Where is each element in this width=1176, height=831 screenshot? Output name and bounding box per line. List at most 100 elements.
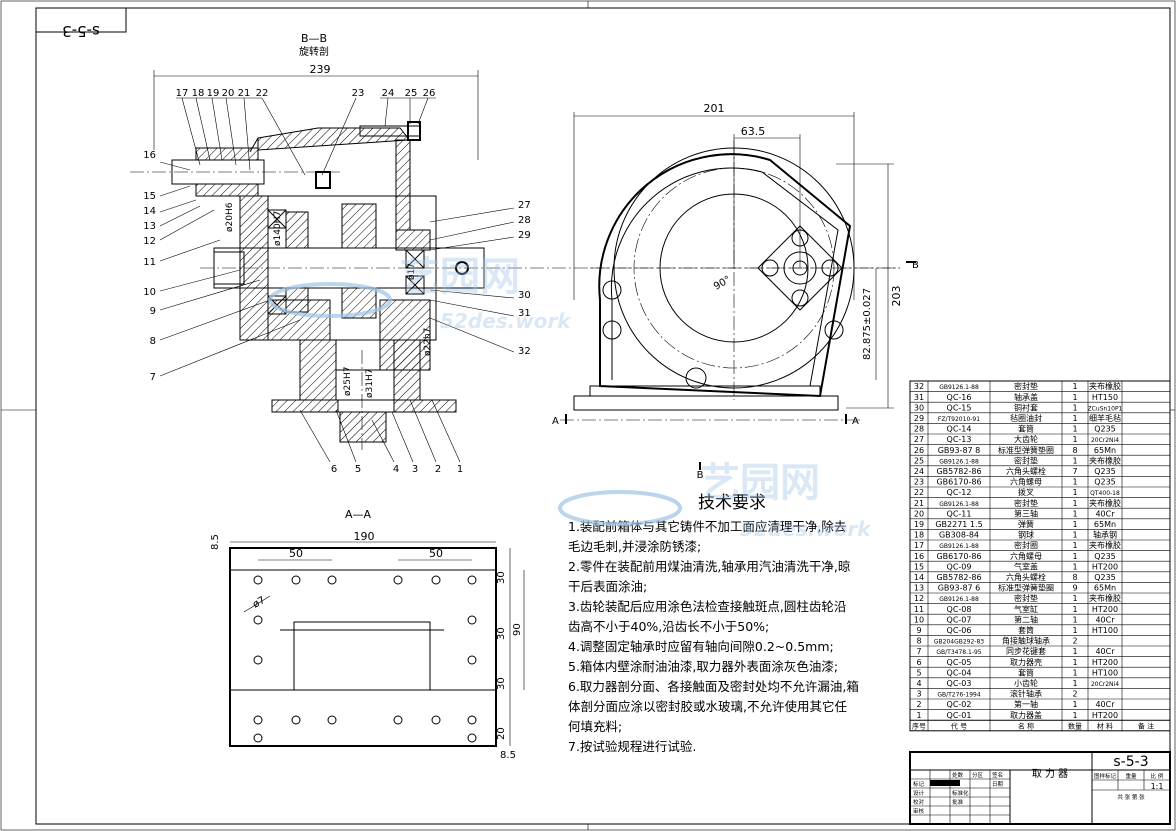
bom-cell: 六角螺母 — [1010, 551, 1042, 561]
bom-cell: 40Cr — [1095, 615, 1115, 624]
dim-overall-239: 239 — [310, 63, 331, 76]
callout-12: 12 — [143, 236, 156, 247]
bom-cell: QC-07 — [947, 615, 972, 624]
bom-cell: 1 — [1072, 679, 1077, 688]
bom-cell: 8 — [916, 637, 921, 646]
bom-cell: 1 — [1072, 393, 1077, 402]
bom-cell: 滚针轴承 — [1010, 689, 1042, 699]
bom-cell: 8 — [1072, 446, 1077, 455]
bom-cell: 28 — [914, 425, 924, 434]
callout-27: 27 — [518, 200, 531, 211]
bom-cell: 1 — [1072, 562, 1077, 571]
callout-31: 31 — [518, 308, 531, 319]
bom-cell: 16 — [914, 552, 924, 561]
bom-cell: 1 — [1072, 658, 1077, 667]
callouts-left: 16 15 14 13 12 11 10 9 8 7 — [143, 150, 156, 383]
dim-8-5-bottom: 8.5 — [500, 750, 516, 761]
tech-req-line: 7.按试验规程进行试验. — [568, 739, 696, 754]
bom-cell: 六角螺母 — [1010, 477, 1042, 487]
bom-cell: FZ/T92010-91 — [938, 416, 980, 423]
dim-30-a: 30 — [496, 571, 507, 584]
bom-cell: 1 — [1072, 615, 1077, 624]
tech-req-line: 干后表面涂油; — [568, 579, 647, 594]
bom-cell: 六角头螺栓 — [1006, 466, 1046, 476]
bom-cell: GB5782-86 — [936, 467, 981, 476]
bom-cell: 套筒 — [1018, 667, 1034, 677]
bom-cell: 密封垫 — [1014, 593, 1038, 603]
bom-cell: 15 — [914, 562, 924, 571]
bom-cell: 20 — [914, 509, 924, 518]
bom-cell: 24 — [914, 467, 924, 476]
callout-32: 32 — [518, 346, 531, 357]
title-block-stage-label: 图样标记 — [1094, 772, 1117, 780]
bom-header-cell: 数量 — [1068, 721, 1082, 730]
tech-req-line: 毛边毛刺,并浸涂防锈漆; — [568, 539, 701, 554]
dim-d25h7: ø25H7 — [343, 367, 353, 396]
bom-cell: 29 — [914, 414, 924, 423]
title-label-standard: 标准化 — [952, 789, 969, 797]
marker-a-left: A — [552, 416, 559, 427]
bom-cell: 19 — [914, 520, 924, 529]
callout-1: 1 — [457, 464, 463, 475]
bom-cell: 轴承盖 — [1014, 392, 1038, 402]
bom-cell: 1 — [1072, 456, 1077, 465]
bom-cell: 1 — [1072, 711, 1077, 720]
marker-b-bottom: B — [697, 470, 704, 481]
bom-cell: QC-16 — [947, 393, 972, 402]
bom-cell: 1 — [1072, 382, 1077, 391]
callout-25: 25 — [405, 88, 418, 99]
bom-cell: Q235 — [1094, 425, 1116, 434]
marker-a-right: A — [852, 416, 859, 427]
callout-29: 29 — [518, 230, 531, 241]
bom-cell: 65Mn — [1094, 584, 1116, 593]
bom-cell: 40Cr — [1095, 647, 1115, 656]
bom-cell: QC-06 — [947, 626, 972, 635]
dim-90: 90 — [512, 623, 523, 636]
bom-cell: 小齿轮 — [1014, 678, 1038, 688]
bom-cell: 密封圈 — [1014, 540, 1038, 550]
callout-23: 23 — [352, 88, 365, 99]
bom-cell: QT400-18 — [1090, 490, 1120, 497]
title-block-scale: 1:1 — [1151, 782, 1164, 791]
title-block-name: 取 力 器 — [1032, 767, 1068, 780]
bom-cell: Q235 — [1094, 573, 1116, 582]
callout-7: 7 — [150, 372, 156, 383]
bom-cell: GB/T3478.1-95 — [936, 649, 981, 656]
callout-2: 2 — [435, 464, 441, 475]
callout-22: 22 — [256, 88, 269, 99]
bom-cell: HT200 — [1092, 658, 1118, 667]
section-aa-view: A—A 190 50 50 8.5 8.5 ø7 30 30 90 30 20 — [210, 508, 525, 761]
bom-cell: 1 — [1072, 541, 1077, 550]
bom-cell: 拨叉 — [1018, 487, 1034, 497]
dim-30-c: 30 — [496, 677, 507, 690]
bom-cell: 40Cr — [1095, 509, 1115, 518]
callout-10: 10 — [143, 287, 156, 298]
bom-cell: 9 — [916, 626, 921, 635]
bom-cell: 取力器壳 — [1010, 657, 1042, 667]
watermark-en-upper: 52des.work — [440, 309, 572, 333]
watermark-en-lower: 52des.work — [740, 517, 872, 541]
bom-cell: 20Cr2Ni4 — [1091, 681, 1119, 688]
bom-cell: 8 — [1072, 573, 1077, 582]
bom-cell: 夹布橡胶 — [1089, 498, 1121, 508]
dim-201: 201 — [704, 102, 725, 115]
bom-cell: 30 — [914, 403, 924, 412]
bom-cell: 大齿轮 — [1014, 434, 1038, 444]
dim-50-left: 50 — [289, 547, 303, 560]
dim-d20h6: ø20H6 — [225, 202, 235, 232]
tech-req-line: 3.齿轮装配后应用涂色法检查接触斑点,圆柱齿轮沿 — [568, 599, 846, 614]
callout-15: 15 — [143, 191, 156, 202]
bom-cell: 第三轴 — [1014, 508, 1038, 518]
drawing-code-box: s-5-3 — [35, 7, 127, 40]
callouts-bottom: 6 5 4 3 2 1 — [331, 464, 463, 475]
bom-cell: GB/T276-1994 — [937, 692, 981, 699]
bom-cell: Q235 — [1094, 552, 1116, 561]
callout-8: 8 — [150, 336, 156, 347]
bom-cell: 32 — [914, 382, 924, 391]
section-bb-subtitle: 旋转剖 — [299, 45, 329, 58]
bom-frame — [909, 380, 1171, 732]
bom-cell: 第一轴 — [1014, 699, 1038, 709]
bom-header-cell: 序号 — [912, 721, 926, 730]
